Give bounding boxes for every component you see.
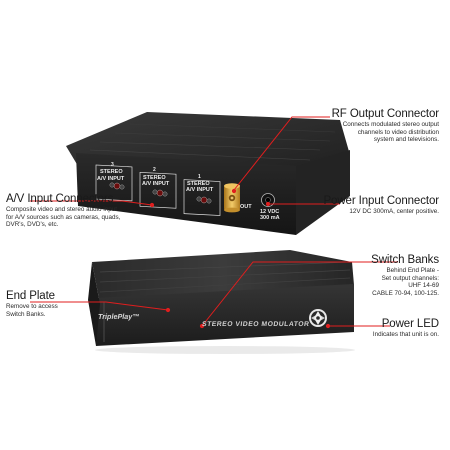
av-input-callout: A/V Input Connectors Composite video and… bbox=[6, 193, 156, 229]
power-current-label: 300 mA bbox=[260, 215, 280, 221]
av-port-2-panel bbox=[139, 171, 177, 209]
switch-banks-line-1: Behind End Plate - bbox=[386, 267, 439, 274]
model-label: STEREO VIDEO MODULATOR bbox=[201, 321, 310, 328]
power-input-callout: Power Input Connector 12V DC 300mA, cent… bbox=[319, 195, 439, 216]
port-2-stereo-label: STEREO bbox=[143, 175, 166, 181]
upper-device-side-face bbox=[296, 150, 350, 235]
port-2-number: 2 bbox=[153, 167, 156, 173]
port-1-number: 1 bbox=[198, 174, 201, 180]
lower-device-front-face bbox=[96, 284, 354, 346]
port-3-number: 3 bbox=[111, 162, 114, 168]
end-plate-callout: End Plate Remove to access Switch Banks. bbox=[6, 290, 86, 318]
end-plate-title: End Plate bbox=[6, 290, 55, 302]
port-1-stereo-label: STEREO bbox=[187, 181, 210, 187]
av-port-2-jack bbox=[156, 189, 164, 197]
rf-output-line-3: system and televisions. bbox=[373, 136, 439, 144]
brand-label: TriplePlay™ bbox=[98, 312, 140, 321]
power-led-line-1: Indicates that unit is on. bbox=[372, 331, 439, 338]
power-led-title: Power LED bbox=[381, 318, 439, 330]
av-input-title: A/V Input Connectors bbox=[6, 193, 114, 205]
out-label: OUT bbox=[240, 204, 252, 210]
av-port-1-jack bbox=[200, 196, 208, 204]
rf-output-line-1: Connects modulated stereo output bbox=[342, 121, 439, 128]
rf-output-callout: RF Output Connector Connects modulated s… bbox=[299, 108, 440, 144]
av-port-3-jack bbox=[113, 182, 121, 190]
av-leader bbox=[30, 200, 153, 206]
switch-banks-callout: Switch Banks Behind End Plate - Set outp… bbox=[339, 254, 439, 297]
port-2-avinput-label: A/V INPUT bbox=[142, 181, 170, 187]
lower-device-top-face bbox=[92, 250, 354, 304]
av-input-line-1: Composite video and stereo audio input bbox=[6, 206, 117, 213]
power-input-jack bbox=[261, 193, 275, 207]
power-input-line-1: 12V DC 300mA, center positive. bbox=[349, 208, 439, 215]
lower-device bbox=[88, 250, 355, 354]
port-1-avinput-label: A/V INPUT bbox=[186, 187, 214, 193]
power-input-title: Power Input Connector bbox=[323, 195, 439, 207]
switch-banks-line-4: CABLE 70-94, 100-125. bbox=[372, 289, 439, 297]
av-input-line-2: for A/V sources such as cameras, quads, bbox=[6, 213, 121, 221]
power-voltage-label: 12 VDC bbox=[260, 209, 280, 215]
av-port-1-panel bbox=[183, 179, 221, 216]
upper-device bbox=[66, 112, 350, 235]
power-led-callout: Power LED Indicates that unit is on. bbox=[339, 318, 439, 339]
leader-lines bbox=[30, 116, 398, 329]
switch-leader bbox=[201, 261, 398, 327]
upper-device-front-face bbox=[76, 153, 296, 235]
port-3-stereo-label: STEREO bbox=[100, 169, 123, 175]
end-plate-leader bbox=[30, 301, 169, 311]
av-port-3-panel bbox=[95, 164, 133, 202]
port-3-avinput-label: A/V INPUT bbox=[97, 176, 125, 182]
power-led-icon bbox=[309, 309, 327, 327]
rf-output-title: RF Output Connector bbox=[331, 108, 440, 120]
end-plate-line-1: Remove to access bbox=[6, 303, 58, 310]
rf-output-line-2: channels to video distribution bbox=[357, 128, 439, 136]
rf-leader bbox=[233, 116, 330, 191]
switch-banks-line-2: Set output channels: bbox=[381, 274, 439, 282]
switch-banks-title: Switch Banks bbox=[371, 254, 439, 266]
end-plate-line-2: Switch Banks. bbox=[6, 310, 46, 318]
av-input-line-3: DVR's, DVD's, etc. bbox=[6, 221, 59, 229]
rf-output-connector bbox=[224, 183, 240, 213]
switch-banks-line-3: UHF 14-69 bbox=[408, 282, 439, 290]
